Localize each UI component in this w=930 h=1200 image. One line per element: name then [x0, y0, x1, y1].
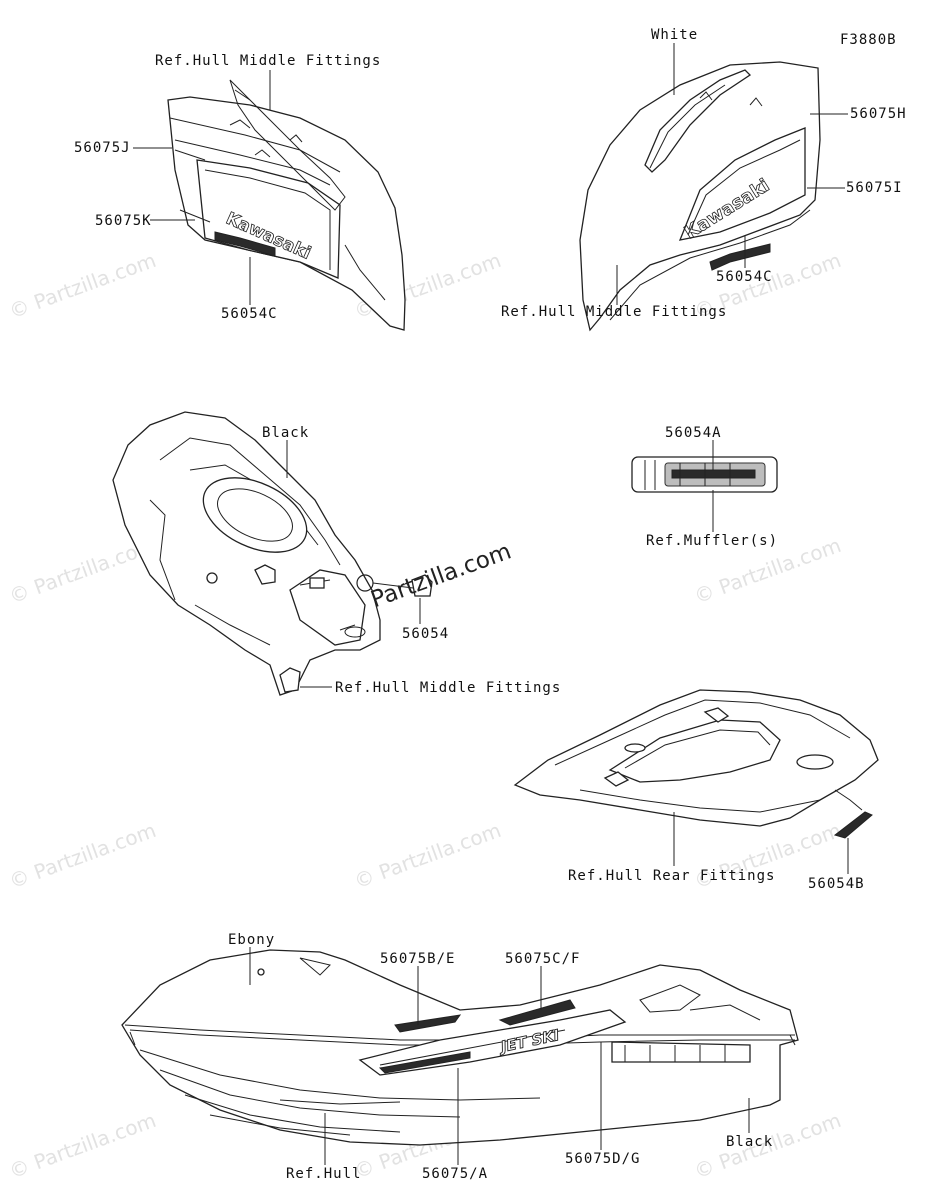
label-56075D-G: 56075D/G: [565, 1151, 641, 1167]
label-56075K: 56075K: [95, 213, 152, 229]
label-ref-hull: Ref.Hull: [286, 1166, 362, 1182]
right-side-cover: [579, 61, 821, 332]
label-ref-hull-middle-fittings: Ref.Hull Middle Fittings: [155, 53, 382, 69]
label-ref-hull-rear-fittings: Ref.Hull Rear Fittings: [568, 868, 776, 884]
figure-code: F3880B: [840, 32, 897, 48]
label-56075J: 56075J: [74, 140, 131, 156]
label-ref-hull-middle-fittings: Ref.Hull Middle Fittings: [335, 680, 562, 696]
label-black-bottom: Black: [726, 1134, 774, 1150]
muffler-assembly: [631, 456, 778, 493]
label-56054: 56054: [402, 626, 450, 642]
label-56054A: 56054A: [665, 425, 722, 441]
rear-hull-assembly: [513, 689, 879, 839]
deck-assembly: [112, 411, 433, 696]
label-56075H: 56075H: [850, 106, 907, 122]
label-56075-A: 56075/A: [422, 1166, 489, 1182]
label-56075I: 56075I: [846, 180, 903, 196]
hull-side-view: [121, 949, 799, 1146]
label-56054C-right: 56054C: [716, 269, 773, 285]
label-ref-muffler: Ref.Muffler(s): [646, 533, 779, 549]
label-56075C-F: 56075C/F: [505, 951, 581, 967]
label-56054C-left: 56054C: [221, 306, 278, 322]
leader-lines: [133, 43, 849, 1165]
label-black: Black: [262, 425, 310, 441]
label-ebony: Ebony: [228, 932, 276, 948]
label-ref-hull-middle-fittings: Ref.Hull Middle Fittings: [501, 304, 728, 320]
label-56054B: 56054B: [808, 876, 865, 892]
label-56075B-E: 56075B/E: [380, 951, 456, 967]
left-side-cover: [167, 79, 406, 331]
label-white: White: [651, 27, 699, 43]
